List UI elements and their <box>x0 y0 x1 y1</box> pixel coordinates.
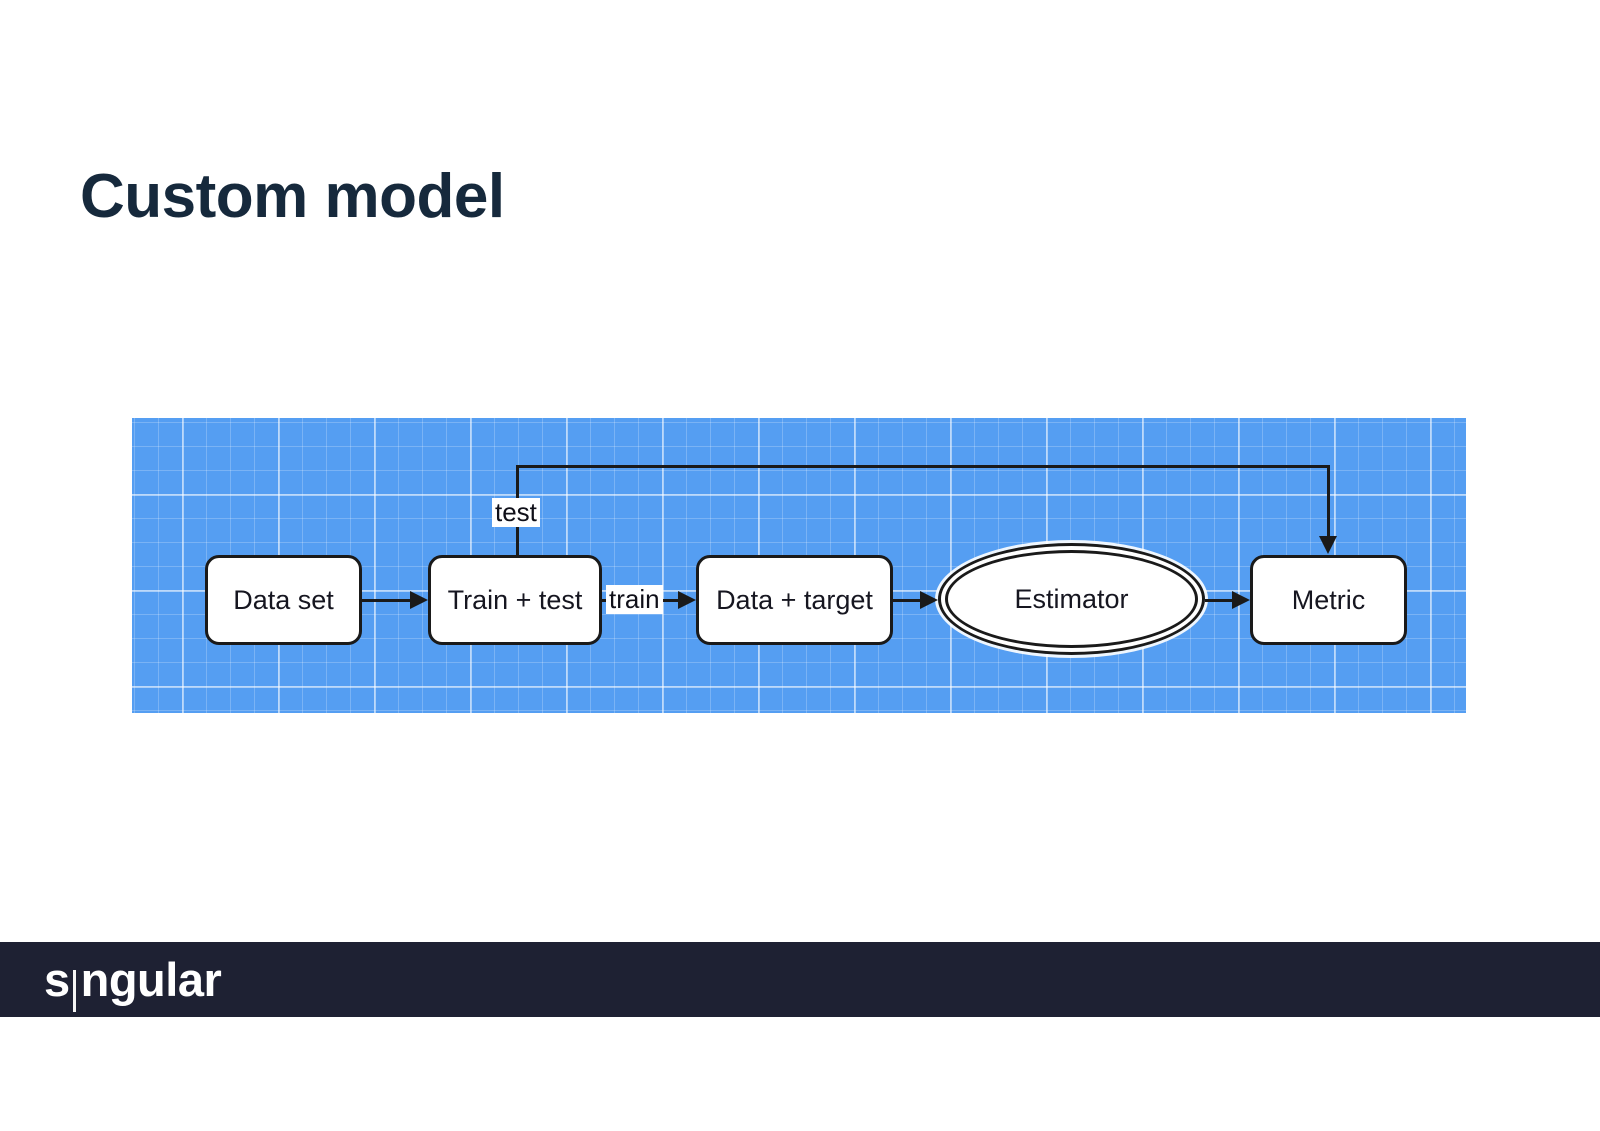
node-data-set-label: Data set <box>233 584 334 615</box>
node-data-target: Data + target <box>696 555 893 645</box>
node-train-test-label: Train + test <box>447 584 583 615</box>
edge-test-vertical-down <box>1327 465 1330 537</box>
edge-test-horizontal <box>516 465 1330 468</box>
edge-label-train: train <box>606 585 663 614</box>
footer-bar: s ngular <box>0 942 1600 1017</box>
node-train-test: Train + test <box>428 555 602 645</box>
edge-dataset-to-traintest <box>362 599 410 602</box>
node-data-set: Data set <box>205 555 362 645</box>
node-metric-label: Metric <box>1291 584 1366 615</box>
sngular-logo: s ngular <box>44 952 222 1012</box>
sngular-logo-prefix: s <box>44 953 70 1006</box>
sngular-logo-pipe-icon <box>72 970 76 1012</box>
arrowhead-icon <box>920 591 938 609</box>
arrowhead-icon <box>678 591 696 609</box>
arrowhead-down-icon <box>1319 536 1337 554</box>
node-estimator-label: Estimator <box>1014 583 1129 614</box>
node-metric: Metric <box>1250 555 1407 645</box>
node-estimator-inner-ring: Estimator <box>945 550 1198 648</box>
sngular-logo-suffix: ngular <box>80 953 222 1006</box>
node-data-target-label: Data + target <box>716 584 873 615</box>
node-estimator: Estimator <box>938 543 1205 655</box>
edge-estimator-to-metric <box>1205 599 1232 602</box>
edge-label-test: test <box>492 498 540 527</box>
arrowhead-icon <box>1232 591 1250 609</box>
arrowhead-icon <box>410 591 428 609</box>
slide-title: Custom model <box>80 162 505 231</box>
flowchart-grid-panel: Data set Train + test Data + target Esti… <box>132 418 1466 713</box>
edge-datatarget-to-estimator <box>893 599 920 602</box>
